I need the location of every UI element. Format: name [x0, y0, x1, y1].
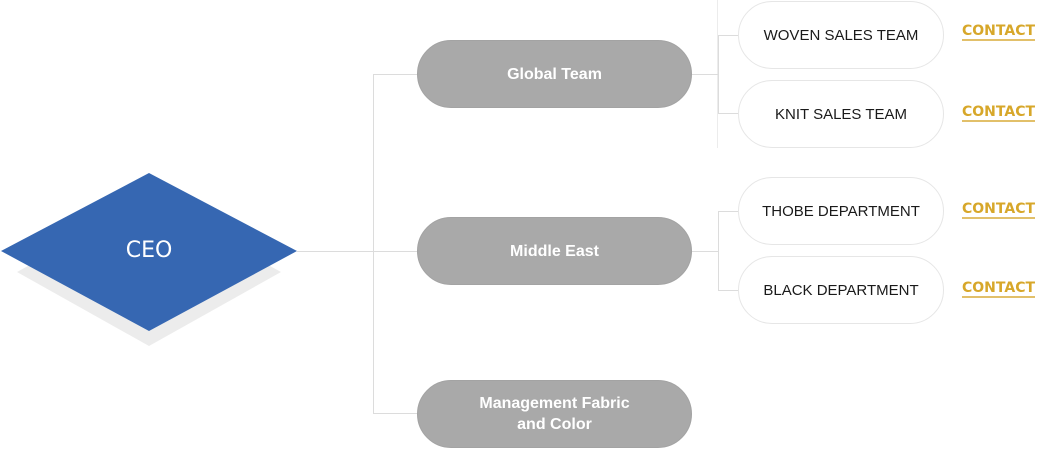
- team-label: KNIT SALES TEAM: [775, 105, 907, 123]
- division-middle-east[interactable]: Middle East: [417, 217, 692, 285]
- contact-link-woven[interactable]: CONTACT: [962, 23, 1036, 41]
- contact-link-knit[interactable]: CONTACT: [962, 104, 1036, 122]
- ceo-diamond-shape: [1, 173, 297, 346]
- team-black-department[interactable]: BLACK DEPARTMENT: [738, 256, 944, 324]
- contact-link-thobe[interactable]: CONTACT: [962, 201, 1036, 219]
- team-thobe-department[interactable]: THOBE DEPARTMENT: [738, 177, 944, 245]
- connector-black: [718, 290, 738, 291]
- connector-woven: [718, 35, 738, 36]
- connector-trunk-vertical: [373, 74, 374, 414]
- division-global-team[interactable]: Global Team: [417, 40, 692, 108]
- connector-middle-east-bracket: [718, 211, 719, 291]
- team-label: WOVEN SALES TEAM: [763, 26, 919, 44]
- connector-thobe: [718, 211, 738, 212]
- contact-link-black[interactable]: CONTACT: [962, 280, 1036, 298]
- team-label: THOBE DEPARTMENT: [762, 202, 920, 220]
- ceo-label: CEO: [125, 238, 173, 263]
- team-knit-sales[interactable]: KNIT SALES TEAM: [738, 80, 944, 148]
- connector-global: [373, 74, 417, 75]
- team-label: BLACK DEPARTMENT: [763, 281, 919, 299]
- ceo-node[interactable]: CEO: [0, 172, 300, 348]
- connector-knit: [718, 113, 738, 114]
- team-woven-sales[interactable]: WOVEN SALES TEAM: [738, 1, 944, 69]
- division-label: Middle East: [510, 242, 599, 260]
- division-label: Global Team: [507, 65, 602, 83]
- connector-middle-east-out: [692, 251, 718, 252]
- connector-management: [373, 413, 417, 414]
- connector-ceo-horizontal: [297, 251, 417, 252]
- division-management-fabric-color[interactable]: Management Fabric and Color: [417, 380, 692, 448]
- division-label: Management Fabric and Color: [479, 395, 630, 433]
- connector-global-bracket: [718, 35, 719, 114]
- connector-global-out: [692, 74, 718, 75]
